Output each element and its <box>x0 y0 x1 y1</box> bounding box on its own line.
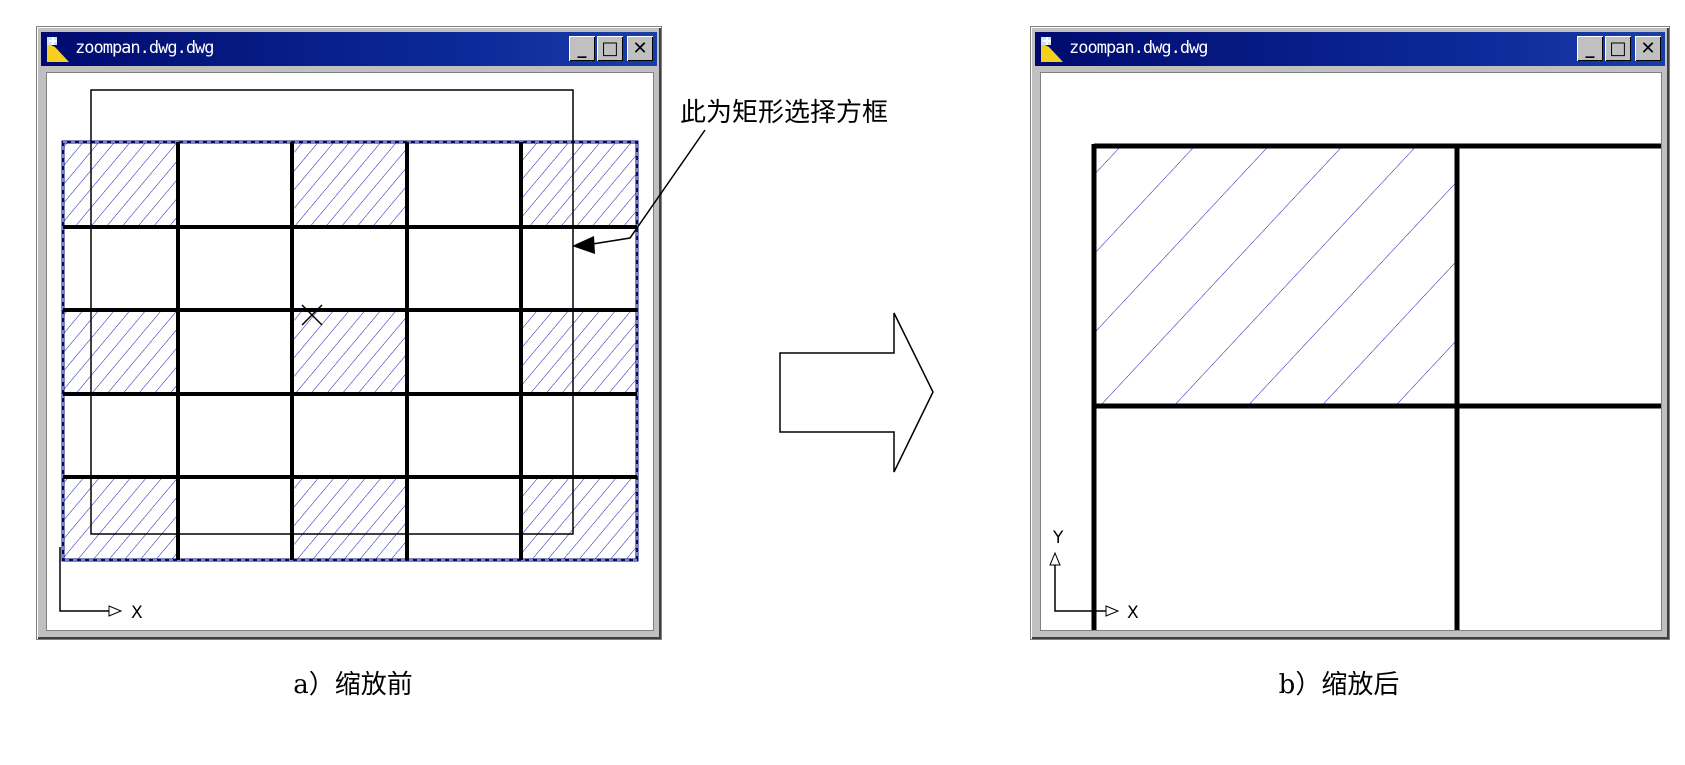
arrowhead-icon <box>572 236 595 254</box>
x-arrow-icon <box>108 605 123 617</box>
title-bar[interactable]: zoompan.dwg.dwg _ □ ✕ <box>1035 32 1665 66</box>
hatched-cell <box>521 477 637 560</box>
close-button[interactable]: ✕ <box>1635 36 1661 61</box>
drawing-canvas[interactable]: X Y <box>1040 72 1662 631</box>
drawing-canvas[interactable]: X <box>46 72 654 631</box>
minimize-button[interactable]: _ <box>569 36 595 61</box>
window-title: zoompan.dwg.dwg <box>75 38 215 58</box>
autocad-file-icon <box>47 37 69 62</box>
caption-before: a）缩放前 <box>293 670 413 700</box>
x-axis-label: X <box>131 603 143 623</box>
ucs-icon <box>59 547 119 612</box>
crosshair-cursor-icon <box>301 304 323 326</box>
drawing: X Y <box>1049 143 1661 630</box>
caption-after: b）缩放后 <box>1278 670 1400 700</box>
hatched-cell <box>521 310 637 394</box>
hatched-cell <box>521 142 637 227</box>
window-title: zoompan.dwg.dwg <box>1069 38 1209 58</box>
hatched-cell <box>292 477 407 560</box>
right-arrow-icon <box>779 312 934 473</box>
close-button[interactable]: ✕ <box>627 36 653 61</box>
zoom-window-rectangle <box>90 89 574 535</box>
hatched-cell <box>63 477 178 560</box>
hatched-cell <box>1094 146 1457 406</box>
x-axis-label: X <box>1127 603 1139 623</box>
hatched-cell <box>292 310 407 394</box>
hatched-cell <box>63 310 178 394</box>
leader-line <box>579 129 706 247</box>
title-bar[interactable]: zoompan.dwg.dwg _ □ ✕ <box>41 32 657 66</box>
drawing: X <box>59 89 639 623</box>
window-after: zoompan.dwg.dwg _ □ ✕ X Y <box>1030 26 1670 640</box>
maximize-button[interactable]: □ <box>597 36 623 61</box>
y-axis-label: Y <box>1052 528 1064 548</box>
selection-outline <box>61 140 639 562</box>
hatched-cell <box>63 142 178 227</box>
maximize-button[interactable]: □ <box>1605 36 1631 61</box>
autocad-file-icon <box>1041 37 1063 62</box>
annotation-leader <box>572 129 706 254</box>
hatched-cell <box>292 142 407 227</box>
ucs-icon: X Y <box>1049 528 1139 623</box>
window-before: zoompan.dwg.dwg _ □ ✕ X <box>36 26 662 640</box>
minimize-button[interactable]: _ <box>1577 36 1603 61</box>
annotation-label: 此为矩形选择方框 <box>680 98 889 128</box>
